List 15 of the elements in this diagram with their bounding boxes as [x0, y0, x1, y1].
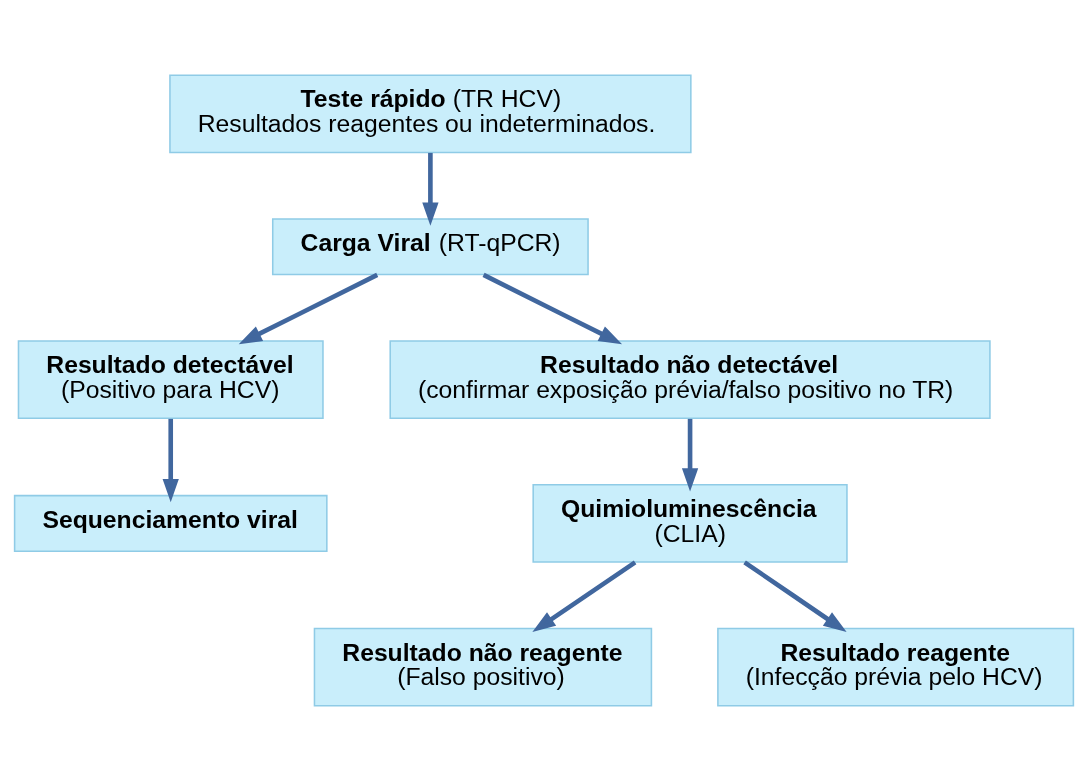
arrow — [532, 559, 637, 632]
node-box: Resultado reagente (Infecção prévia pelo HCV) — [717, 627, 1075, 707]
arrow — [238, 272, 379, 344]
arrow — [743, 559, 847, 632]
node-box: Resultado detectável (Positivo para HCV) — [17, 339, 324, 419]
node-box: Resultado não detectável (confirmar exposição prévia/falso positivo no TR) — [389, 339, 991, 419]
arrow — [681, 418, 699, 492]
arrow — [422, 152, 439, 226]
node-box: Sequenciamento viral — [13, 494, 328, 552]
arrow — [162, 418, 179, 502]
arrow — [482, 272, 623, 344]
node-box: Carga Viral (RT-qPCR) — [271, 217, 589, 275]
node-box: Resultado não reagente (Falso positivo) — [313, 627, 653, 707]
node-box: Teste rápido (TR HCV) Resultados reagentes ou indeterminados. — [169, 73, 692, 153]
node-box: Quimioluminescência (CLIA) — [532, 483, 848, 563]
